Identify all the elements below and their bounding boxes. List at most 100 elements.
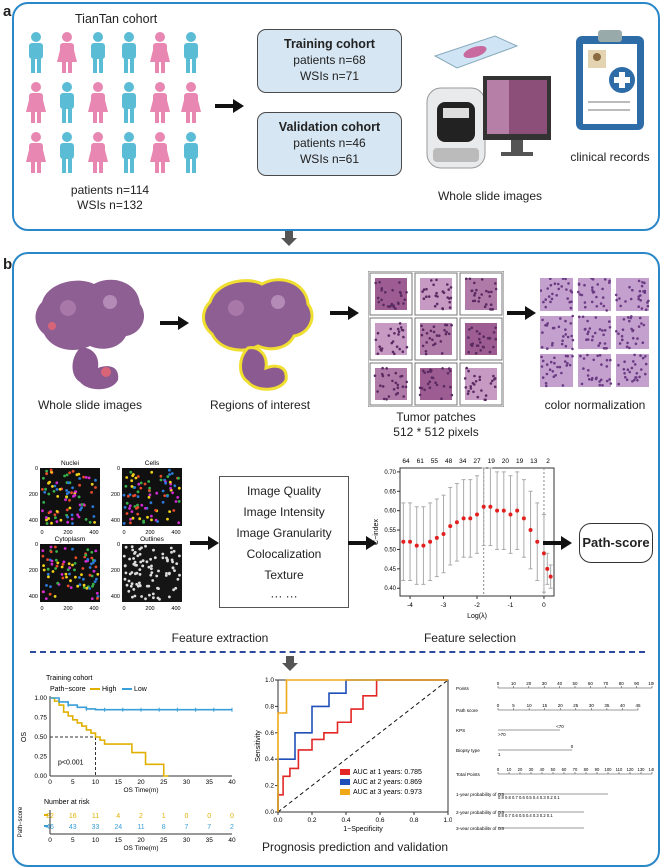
- x-tick-label: -4: [407, 602, 413, 609]
- risk-value-low: 33: [92, 824, 100, 831]
- clinical-label: clinical records: [570, 150, 650, 164]
- nomogram-row-label: 2-year probability of OS: [456, 810, 504, 815]
- roc-curve-2: [277, 679, 448, 812]
- person-icon: [181, 82, 201, 123]
- risk-title: Number at risk: [44, 799, 90, 806]
- risk-x-tick: 15: [115, 837, 123, 844]
- mini-tick: 200: [63, 530, 72, 536]
- panel-a-letter: a: [3, 3, 12, 20]
- nomogram-tick-label: 90: [595, 767, 600, 772]
- mini-tick: 400: [111, 518, 120, 524]
- mini-tick: 400: [171, 606, 180, 612]
- legend-swatch: [340, 789, 350, 795]
- y-axis-label: C−index: [373, 519, 380, 545]
- x-tick-label: -3: [441, 602, 447, 609]
- tumor-patches-grid: [368, 271, 504, 407]
- arrow-right-icon: [190, 536, 219, 550]
- x-tick-label: 0.0: [273, 817, 282, 824]
- nomogram-tick-label: 10: [527, 703, 533, 708]
- panel-b-letter: b: [3, 256, 13, 273]
- training-patients: patients n=68: [293, 53, 366, 67]
- cohort-title: TianTan cohort: [75, 12, 158, 26]
- roc-curve-1: [277, 679, 448, 812]
- risk-value-high: 22: [46, 813, 54, 820]
- legend-swatch: [340, 779, 350, 785]
- person-icon: [122, 82, 136, 123]
- x-axis-label: 1−Specificity: [343, 826, 383, 833]
- nomogram-tick-label: 10: [511, 682, 517, 686]
- roc-curve-3: [277, 679, 448, 812]
- data-point: [408, 539, 413, 544]
- feature-item: Colocalization: [246, 547, 322, 561]
- person-icon: [150, 132, 170, 173]
- data-point: [468, 516, 473, 521]
- feature-item: Image Intensity: [243, 505, 325, 519]
- nomogram-tick-label: 60: [562, 767, 567, 772]
- wsi-tissue-image: [35, 279, 145, 390]
- arrow-right-icon: [348, 536, 377, 550]
- y-tick-label: 0.65: [384, 489, 396, 495]
- mini-tick: 400: [111, 594, 120, 600]
- risk-value-high: 4: [116, 813, 120, 820]
- data-point: [541, 551, 546, 556]
- feature-list-box: Image Quality Image Intensity Image Gran…: [219, 476, 349, 608]
- nomogram-tick-label: 45: [635, 703, 641, 708]
- feature-item: Image Granularity: [236, 526, 332, 540]
- nomogram-tick-label: 60: [588, 682, 594, 686]
- data-point: [515, 508, 520, 513]
- data-point: [461, 516, 466, 521]
- x-tick-label: 0: [48, 779, 52, 786]
- x-tick-label: 30: [183, 779, 191, 786]
- data-point: [414, 543, 419, 548]
- x-tick-label: -1: [508, 602, 514, 609]
- km-legend-low: Low: [134, 686, 148, 693]
- nomogram-tick-label: 90: [634, 682, 640, 686]
- risk-value-high: 11: [92, 813, 99, 820]
- y-tick-label: 0.60: [384, 509, 396, 515]
- x-tick-label: 0.4: [341, 817, 350, 824]
- person-icon: [88, 82, 108, 123]
- roi-label: Regions of interest: [209, 398, 311, 412]
- nomogram-tick-label: 40: [620, 703, 626, 708]
- feature-item: ··· ···: [270, 589, 298, 603]
- data-point: [448, 524, 453, 529]
- nomogram-tick-label: 120: [627, 767, 635, 772]
- norm-label: color normalization: [544, 398, 646, 412]
- nomogram-tick-label: 20: [558, 703, 564, 708]
- data-point: [501, 508, 506, 513]
- panel-a-frame: [12, 2, 660, 231]
- feature-item: Image Quality: [246, 484, 322, 498]
- risk-value-low: 46: [46, 824, 54, 831]
- mini-tick: 200: [145, 530, 154, 536]
- nomogram-tick-label: 5: [512, 703, 515, 708]
- y-tick-label: 0.2: [265, 783, 274, 790]
- nomogram-biopsy-label: 0: [571, 744, 574, 749]
- risk-x-label: OS Time(m): [123, 845, 158, 852]
- nomogram-row-label: 3-year probability of OS: [456, 826, 504, 830]
- nomogram-tick-label: 30: [589, 703, 595, 708]
- patch-cell: [369, 317, 413, 361]
- nomogram-row-label: Path score: [456, 708, 478, 713]
- x-axis-label: OS Time(m): [123, 787, 158, 794]
- data-point: [428, 539, 433, 544]
- slide-scanner-illustration: [426, 35, 551, 169]
- y-tick-label: 0.4: [265, 756, 274, 763]
- path-score-box: Path-score: [579, 523, 653, 563]
- patch-cell: [414, 272, 458, 316]
- patches-label-1: Tumor patches: [396, 410, 476, 424]
- y-tick-label: 0.70: [384, 470, 396, 476]
- mini-tick: 0: [35, 466, 38, 472]
- arrow-down-icon: [282, 656, 298, 671]
- patch: [540, 354, 573, 387]
- patch-cell: [459, 272, 503, 316]
- nomogram-row-label: 1-year probability of OS: [456, 792, 504, 797]
- risk-x-tick: 35: [206, 837, 214, 844]
- nomogram-tick-label: 70: [603, 682, 609, 686]
- nomogram-tick-label: 20: [526, 682, 532, 686]
- nomogram-row-label: KPS: [456, 728, 465, 733]
- nomogram-tick-label: 80: [619, 682, 625, 686]
- x-tick-label: 0.8: [409, 817, 418, 824]
